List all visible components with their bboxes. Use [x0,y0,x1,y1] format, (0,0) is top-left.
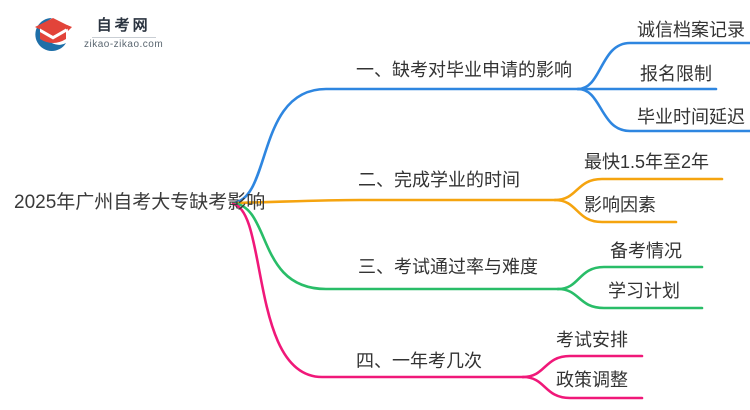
branch2-child2-node[interactable]: 影响因素 [584,195,656,215]
branch4-child2-line [521,375,644,400]
branch1-node[interactable]: 一、缺考对毕业申请的影响 [356,60,572,80]
graduation-cap-icon [30,14,76,54]
branch3-node[interactable]: 三、考试通过率与难度 [358,257,538,277]
branch2-child2-line [553,198,678,224]
logo-divider [91,36,156,38]
branch2-node[interactable]: 二、完成学业的时间 [358,170,520,190]
branch2-child1-line [553,177,724,202]
branch1-child1-line [576,41,750,91]
branch1-child3-line [576,87,750,133]
branch2-child1-node[interactable]: 最快1.5年至2年 [584,152,710,172]
branch1-child2-node[interactable]: 报名限制 [640,64,712,84]
branch4-child2-node[interactable]: 政策调整 [556,370,628,390]
branch3-child2-node[interactable]: 学习计划 [608,281,680,301]
site-logo[interactable]: 自考网 zikao-zikao.com [30,14,163,54]
branch3-child1-node[interactable]: 备考情况 [610,241,682,261]
root-node[interactable]: 2025年广州自考大专缺考影响 [14,192,266,213]
branch3-child1-line [556,265,704,291]
branch1-child1-node[interactable]: 诚信档案记录 [637,20,745,40]
branch3-child2-line [556,287,704,310]
branch4-child1-line [521,354,644,379]
branch3-main-line [231,201,560,291]
branch4-main-line [231,202,525,379]
branch1-main-line [231,87,580,205]
logo-domain-text: zikao-zikao.com [84,38,164,50]
branch2-main-line [231,198,557,205]
branch4-child1-node[interactable]: 考试安排 [556,330,628,350]
branch1-child3-node[interactable]: 毕业时间延迟 [637,107,745,127]
branch4-node[interactable]: 四、一年考几次 [356,351,482,371]
logo-brand-text: 自考网 [96,17,151,35]
